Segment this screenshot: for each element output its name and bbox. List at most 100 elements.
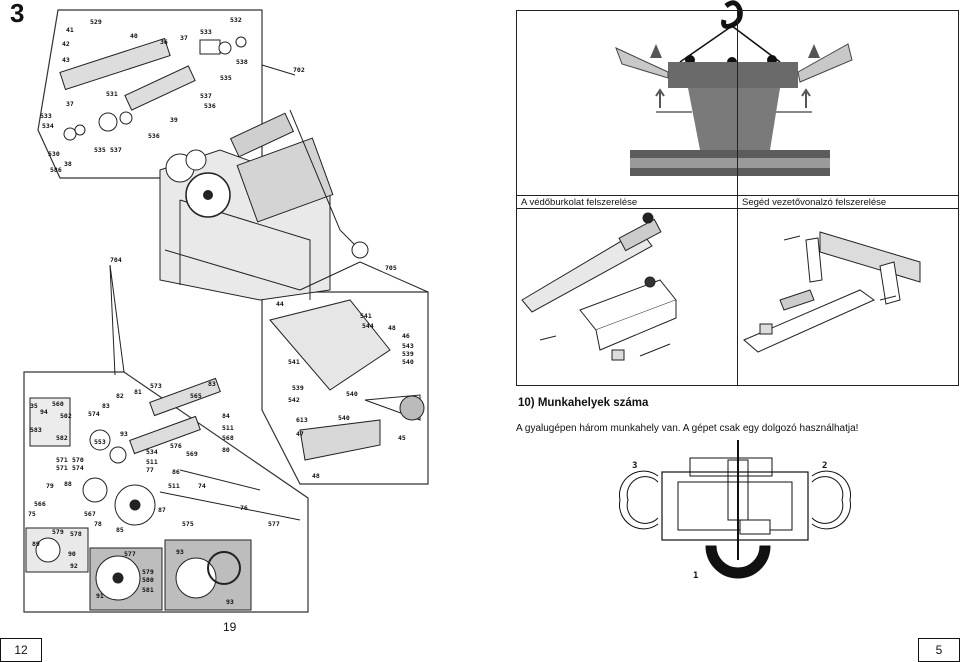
part-number-label: 577 xyxy=(268,520,280,528)
part-number-label: 566 xyxy=(34,500,46,508)
part-number-label: 74 xyxy=(198,482,206,490)
part-number-label: 540 xyxy=(338,414,350,422)
part-number-label: 93 xyxy=(226,598,234,606)
part-number-label: 568 xyxy=(222,434,234,442)
part-number-label: 533 xyxy=(40,112,52,120)
part-number-label: 79 xyxy=(46,482,54,490)
part-number-label: 537 xyxy=(110,146,122,154)
part-number-label: 581 xyxy=(142,586,154,594)
part-number-label: 569 xyxy=(186,450,198,458)
part-number-label: 571 xyxy=(56,464,68,472)
part-number-label: 86 xyxy=(172,468,180,476)
part-number-label: 560 xyxy=(52,400,64,408)
part-number-label: 580 xyxy=(142,576,154,584)
part-number-label: 40 xyxy=(130,32,138,40)
part-number-label: 39 xyxy=(170,116,178,124)
part-number-label: 532 xyxy=(230,16,242,24)
part-number-label: 576 xyxy=(170,442,182,450)
part-number-label: 82 xyxy=(116,392,124,400)
part-number-label: 543 xyxy=(402,342,414,350)
part-number-label: 540 xyxy=(402,358,414,366)
figure-frame-right xyxy=(737,10,959,386)
part-number-label: 533 xyxy=(200,28,212,36)
part-number-label: 43 xyxy=(62,56,70,64)
part-number-label: 613 xyxy=(296,416,308,424)
part-number-label: 84 xyxy=(222,412,230,420)
hoist-illustration xyxy=(615,0,853,176)
part-number-label: 553 xyxy=(94,438,106,446)
part-number-label: 541 xyxy=(360,312,372,320)
part-number-label: 574 xyxy=(88,410,100,418)
part-number-label: 571 xyxy=(56,456,68,464)
part-number-label: 48 xyxy=(388,324,396,332)
part-number-label: 36 xyxy=(160,38,168,46)
part-number-label: 92 xyxy=(70,562,78,570)
part-number-label: 83 xyxy=(102,402,110,410)
part-number-label: 537 xyxy=(200,92,212,100)
guard-drawing xyxy=(521,212,677,361)
part-number-label: 46 xyxy=(402,332,410,340)
part-number-label: 93 xyxy=(120,430,128,438)
right-page-number: 5 xyxy=(918,638,960,662)
part-number-label: 702 xyxy=(293,66,305,74)
guard-caption: A védőburkolat felszerelése xyxy=(521,197,638,208)
left-page-number: 12 xyxy=(0,638,42,662)
workstation-label-2: 2 xyxy=(822,461,827,471)
part-number-label: 87 xyxy=(158,506,166,514)
guide-caption: Segéd vezetővonalzó felszerelése xyxy=(742,197,887,208)
part-number-label: 567 xyxy=(84,510,96,518)
part-number-label: 94 xyxy=(40,408,48,416)
part-number-label: 47 xyxy=(296,430,304,438)
part-number-label: 89 xyxy=(32,540,40,548)
part-number-label: 37 xyxy=(180,34,188,42)
part-number-label: 534 xyxy=(146,448,158,456)
part-number-label: 704 xyxy=(110,256,122,264)
part-number-label: 88 xyxy=(64,480,72,488)
section-title: 10) Munkahelyek száma xyxy=(518,397,649,409)
part-number-label: 93 xyxy=(176,548,184,556)
part-number-label: 530 xyxy=(48,150,60,158)
part-number-label: 35 xyxy=(30,402,38,410)
part-number-label: 45 xyxy=(398,434,406,442)
section-body: A gyalugépen három munkahely van. A gépe… xyxy=(516,423,859,434)
part-number-label: 41 xyxy=(66,26,74,34)
part-number-label: 536 xyxy=(148,132,160,140)
part-number-label: 535 xyxy=(220,74,232,82)
part-number-label: 570 xyxy=(72,456,84,464)
part-number-label: 502 xyxy=(60,412,72,420)
part-number-label: 91 xyxy=(96,592,104,600)
part-number-label: 77 xyxy=(146,466,154,474)
part-number-label: 38 xyxy=(64,160,72,168)
part-number-label: 573 xyxy=(150,382,162,390)
part-number-label: 44 xyxy=(276,300,284,308)
part-number-label: 48 xyxy=(312,472,320,480)
part-number-label: 541 xyxy=(288,358,300,366)
workstation-label-1: 1 xyxy=(693,571,698,581)
part-number-label: 80 xyxy=(222,446,230,454)
part-number-label: 539 xyxy=(402,350,414,358)
workstation-label-3: 3 xyxy=(632,461,637,471)
part-number-label: 582 xyxy=(56,434,68,442)
part-number-label: 574 xyxy=(72,464,84,472)
part-number-label: 37 xyxy=(66,100,74,108)
part-number-label: 565 xyxy=(190,392,202,400)
part-number-label: 579 xyxy=(142,568,154,576)
part-number-label: 534 xyxy=(42,122,54,130)
part-number-label: 76 xyxy=(240,504,248,512)
frame-divider xyxy=(516,195,959,209)
part-number-label: 535 xyxy=(94,146,106,154)
part-number-label: 531 xyxy=(106,90,118,98)
part-number-label: 42 xyxy=(62,40,70,48)
part-number-label: 538 xyxy=(236,58,248,66)
part-number-label: 577 xyxy=(124,550,136,558)
part-number-label: 544 xyxy=(362,322,374,330)
part-number-label: 705 xyxy=(385,264,397,272)
part-number-label: 83 xyxy=(208,380,216,388)
part-number-label: 583 xyxy=(30,426,42,434)
part-number-label: 539 xyxy=(292,384,304,392)
part-number-label: 578 xyxy=(70,530,82,538)
part-number-label: 90 xyxy=(68,550,76,558)
part-number-label: 542 xyxy=(288,396,300,404)
part-number-label: 85 xyxy=(116,526,124,534)
